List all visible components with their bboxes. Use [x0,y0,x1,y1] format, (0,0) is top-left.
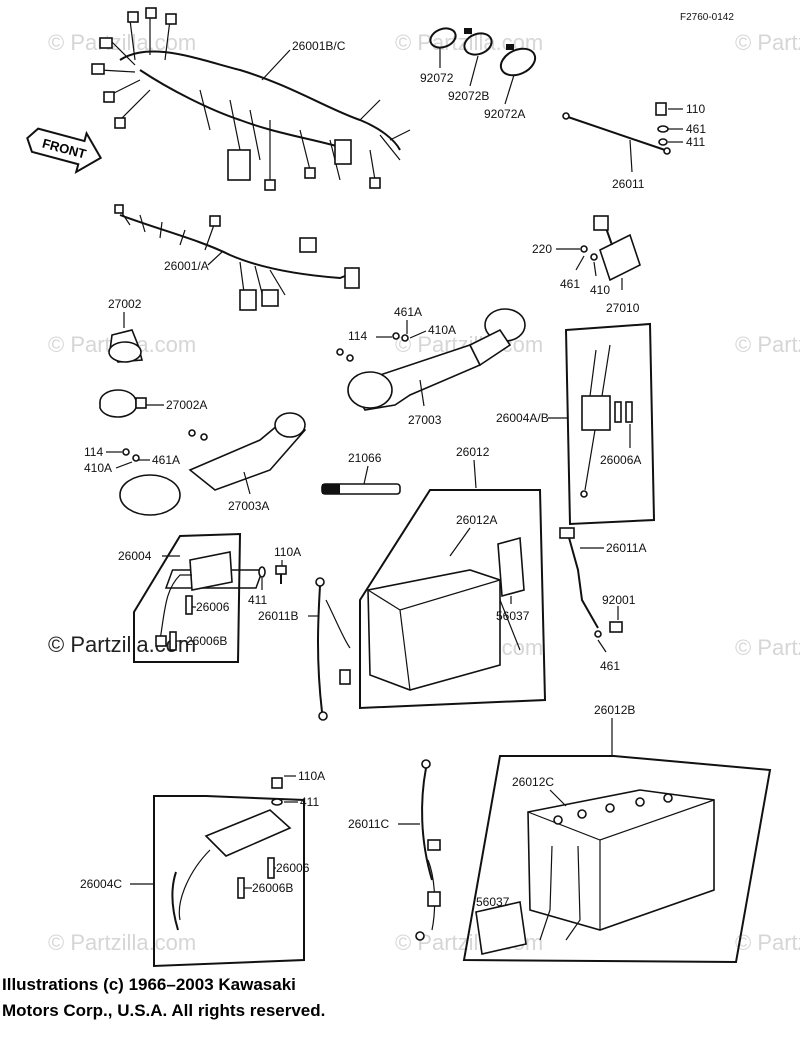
connector [165,13,177,25]
label-56037-low: 56037 [476,895,510,909]
copyright-line: Illustrations (c) 1966–2003 Kawasaki [2,975,296,994]
battery-lead-b [315,577,351,721]
label-27002a: 27002A [166,398,207,412]
front-arrow-icon: FRONT [26,127,103,175]
ignitor-group [133,532,242,663]
label-26012: 26012 [456,445,490,459]
bracket-27003 [336,308,526,411]
copyright-notice: Illustrations (c) 1966–2003 Kawasaki Mot… [2,972,422,1024]
label-26012c: 26012C [512,775,554,789]
label-26012b: 26012B [594,703,635,717]
watermark: © Partzilla.com [735,332,800,357]
label-26006b: 26006B [186,634,227,648]
connector [145,7,157,19]
copyright-line: Motors Corp., U.S.A. All rights reserved… [2,1001,326,1020]
label-92072a: 92072A [484,107,525,121]
connector [127,11,139,23]
label-26001a: 26001/A [164,259,209,273]
battery-b-group [462,755,772,964]
ignitor-c-group [153,777,305,968]
label-sticker [475,901,527,955]
label-26001bc: 26001B/C [292,39,346,53]
label-26004: 26004 [118,549,152,563]
label-26006: 26006 [196,600,230,614]
ignitor [581,395,611,431]
label-461: 461 [686,122,706,136]
label-27010: 27010 [606,301,640,315]
ignitor [189,551,233,591]
label-110a-low: 110A [298,769,325,783]
label-27003a: 27003A [228,499,269,513]
label-27003: 27003 [408,413,442,427]
horn [108,329,144,363]
connector [99,37,113,49]
battery [367,569,501,691]
figure-code: F2760-0142 [680,12,734,23]
label-220: 220 [532,242,552,256]
label-21066: 21066 [348,451,382,465]
label-26011c: 26011C [348,817,389,831]
label-410: 410 [590,283,610,297]
connector [114,117,126,129]
label-sticker [497,536,525,598]
label-461a-left: 461A [152,453,180,467]
regulator [580,215,641,282]
label-26011: 26011 [612,177,645,191]
horn-a [99,389,147,418]
ignitor-ab-group [564,322,656,526]
bolt-washer [258,565,287,584]
label-92072b: 92072B [448,89,489,103]
label-110a: 110A [274,545,301,559]
bracket-27003a [119,412,307,516]
label-92072: 92072 [420,71,454,85]
label-26006-low: 26006 [276,861,310,875]
watermark: © Partzilla.com [48,930,196,955]
connector [334,139,352,165]
sub-harness [114,204,360,311]
connector [103,91,115,103]
label-410a-left: 410A [84,461,112,475]
battery-lead-a [559,527,623,638]
label-26011a: 26011A [606,541,646,555]
label-411b: 411 [248,593,267,607]
watermark: © Partzilla.com [735,930,800,955]
label-92001: 92001 [602,593,636,607]
battery-lead-c [415,759,441,941]
label-26006b-low: 26006B [252,881,293,895]
label-411-low: 411 [300,795,319,809]
connector [304,167,316,179]
label-56037: 56037 [496,609,530,623]
clamps [429,27,537,77]
label-26012a: 26012A [456,513,497,527]
label-114-top: 114 [348,329,367,343]
label-27002: 27002 [108,297,142,311]
watermark: © Partzilla.com [48,30,196,55]
label-26004c: 26004C [80,877,122,891]
connector [369,177,381,189]
label-114-left: 114 [84,445,103,459]
label-410a-top: 410A [428,323,456,337]
switch-21066 [321,483,401,495]
connector [91,63,105,75]
label-461a-top: 461A [394,305,422,319]
ignitor [204,809,292,857]
label-461c: 461 [600,659,620,673]
battery [527,789,715,931]
label-26004ab: 26004A/B [496,411,549,425]
label-26006a: 26006A [600,453,641,467]
label-411: 411 [686,135,705,149]
label-26011b: 26011B [258,609,298,623]
watermark: © Partzilla.com [735,30,800,55]
main-harness [91,7,411,191]
label-110: 110 [686,102,705,116]
watermark: © Partzilla.com [395,30,543,55]
connector [227,149,251,181]
label-461b: 461 [560,277,580,291]
ground-lead [562,102,671,155]
connector [264,179,276,191]
watermark: © Partzilla.com [735,635,800,660]
